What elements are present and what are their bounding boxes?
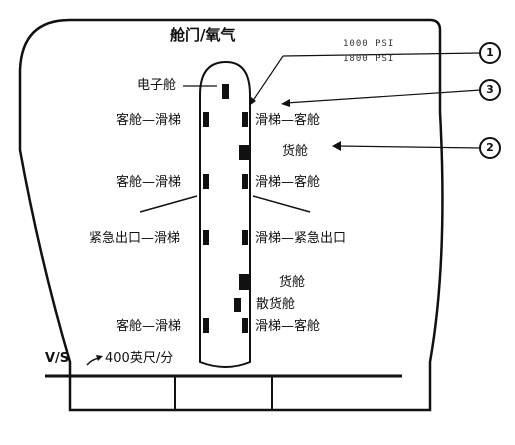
- callout-1: 1: [479, 42, 501, 64]
- callout-3: 3: [479, 79, 501, 101]
- callout-1-line: [282, 52, 482, 57]
- aft-cargo-indicator: [239, 274, 249, 290]
- l-door3-indicator: [203, 318, 209, 333]
- label-left-door-2: 客舱—滑梯: [116, 175, 182, 190]
- callout-3-line: [285, 89, 482, 104]
- vs-value: 400英尺/分: [105, 351, 174, 366]
- label-left-emergency-exit: 紧急出口—滑梯: [89, 231, 181, 246]
- left-wing: [139, 195, 198, 213]
- e-bay-door-indicator: [222, 84, 229, 99]
- callout-2: 2: [479, 137, 501, 159]
- label-left-door-3: 客舱—滑梯: [116, 319, 182, 334]
- l-emer-indicator: [203, 230, 209, 245]
- vs-arrowhead: [96, 355, 103, 361]
- fwd-cargo-indicator: [239, 145, 249, 160]
- label-right-door-2: 滑梯—客舱: [255, 175, 321, 190]
- fuselage-outline: [199, 60, 251, 368]
- label-e-bay: 电子舱: [137, 78, 177, 93]
- oxygen-pressure-readout-1: 1000 PSI: [343, 39, 395, 49]
- r-door3-indicator: [242, 318, 248, 333]
- label-right-emergency-exit: 滑梯—紧急出口: [255, 231, 347, 246]
- label-right-door-3: 滑梯—客舱: [255, 319, 321, 334]
- l-door2-indicator: [203, 174, 209, 189]
- display-frame: [18, 18, 444, 412]
- vs-label: V/S: [45, 351, 70, 366]
- l-door1-indicator: [203, 112, 209, 127]
- label-right-door-1: 滑梯—客舱: [255, 113, 321, 128]
- label-left-door-1: 客舱—滑梯: [116, 113, 182, 128]
- r-door2-indicator: [242, 174, 248, 189]
- right-wing: [252, 195, 311, 213]
- callout-2-line: [337, 145, 482, 149]
- r-door1-indicator: [242, 112, 248, 127]
- label-aft-cargo: 货舱: [279, 275, 306, 290]
- callout-2-arrowhead: [332, 141, 341, 151]
- oxygen-pressure-readout-2: 1800 PSI: [343, 54, 395, 64]
- page-title: 舱门/氧气: [170, 26, 236, 44]
- r-emer-indicator: [242, 230, 248, 245]
- vertical-speed-readout: V/S: [45, 352, 69, 365]
- callout-1-arrowhead: [249, 97, 256, 106]
- callout-1-line: [251, 55, 284, 103]
- label-forward-cargo: 货舱: [282, 144, 309, 159]
- callout-3-arrowhead: [281, 99, 290, 107]
- label-bulk-cargo: 散货舱: [256, 297, 296, 312]
- bulk-cargo-indicator: [234, 298, 241, 312]
